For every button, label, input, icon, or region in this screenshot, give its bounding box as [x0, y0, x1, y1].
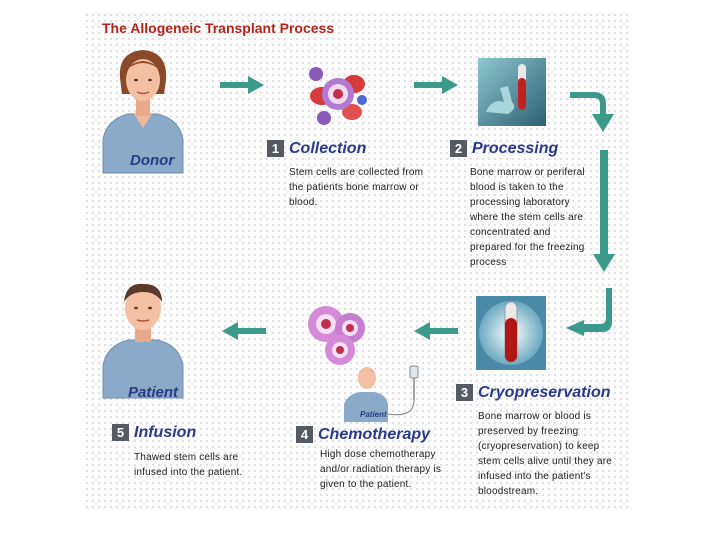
step-1-description: Stem cells are collected from the patien…: [289, 165, 424, 210]
arrow-curve-left-icon: [566, 288, 614, 336]
step-4-name: Chemotherapy: [318, 426, 430, 444]
arrow-curve-down-icon: [570, 88, 620, 136]
step-2-name: Processing: [472, 140, 558, 158]
step-3-badge: 3: [456, 384, 473, 401]
cryo-tube-icon: [476, 296, 546, 370]
arrow-left-icon: [220, 320, 268, 342]
donor-caption: Donor: [130, 152, 174, 169]
step-5-description: Thawed stem cells are infused into the p…: [134, 450, 249, 480]
step-1-name: Collection: [289, 140, 366, 158]
arrow-right-icon: [412, 74, 460, 96]
lab-tube-icon: [478, 58, 546, 126]
step-1-badge: 1: [267, 140, 284, 157]
step-2-badge: 2: [450, 140, 467, 157]
arrow-down-icon: [592, 150, 616, 274]
infused-cells-icon: [300, 298, 372, 368]
diagram-title: The Allogeneic Transplant Process: [102, 20, 334, 36]
step-3-description: Bone marrow or blood is preserved by fre…: [478, 409, 620, 499]
step-2-description: Bone marrow or periferal blood is taken …: [470, 165, 595, 270]
chemo-patient-caption: Patient: [360, 410, 387, 419]
step-4-description: High dose chemotherapy and/or radiation …: [320, 447, 458, 492]
step-4-badge: 4: [296, 426, 313, 443]
step-5-name: Infusion: [134, 424, 196, 442]
arrow-right-icon: [218, 74, 266, 96]
arrow-left-icon: [412, 320, 460, 342]
step-3-name: Cryopreservation: [478, 384, 611, 402]
patient-figure: [98, 280, 188, 398]
step-5-badge: 5: [112, 424, 129, 441]
stem-cells-icon: [302, 60, 374, 132]
patient-caption: Patient: [128, 384, 178, 401]
